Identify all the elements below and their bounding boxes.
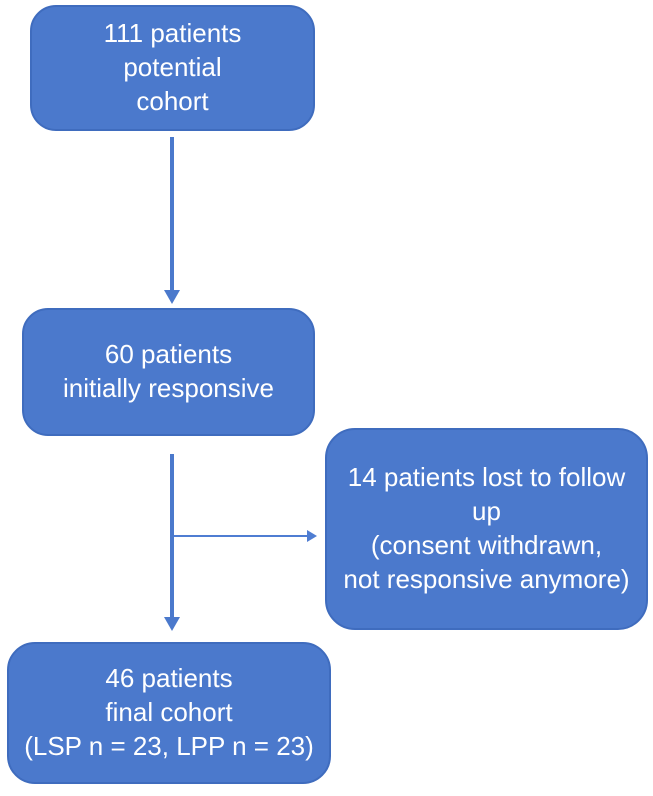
- node-lost-to-follow-up: 14 patients lost to follow up (consent w…: [325, 428, 648, 630]
- node-potential-cohort: 111 patients potential cohort: [30, 5, 315, 131]
- node-initially-responsive: 60 patients initially responsive: [22, 308, 315, 436]
- flow-arrow-potential-to-responsive-shaft: [170, 137, 174, 291]
- flow-arrow-branch-to-lost-arrowhead-icon: [307, 530, 317, 542]
- flow-arrow-responsive-to-final-arrowhead-icon: [164, 617, 180, 631]
- flow-arrow-potential-to-responsive-arrowhead-icon: [164, 290, 180, 304]
- flow-arrow-responsive-to-final-shaft: [170, 454, 174, 618]
- flow-arrow-branch-to-lost-shaft: [174, 535, 308, 537]
- node-final-cohort: 46 patients final cohort (LSP n = 23, LP…: [7, 642, 331, 784]
